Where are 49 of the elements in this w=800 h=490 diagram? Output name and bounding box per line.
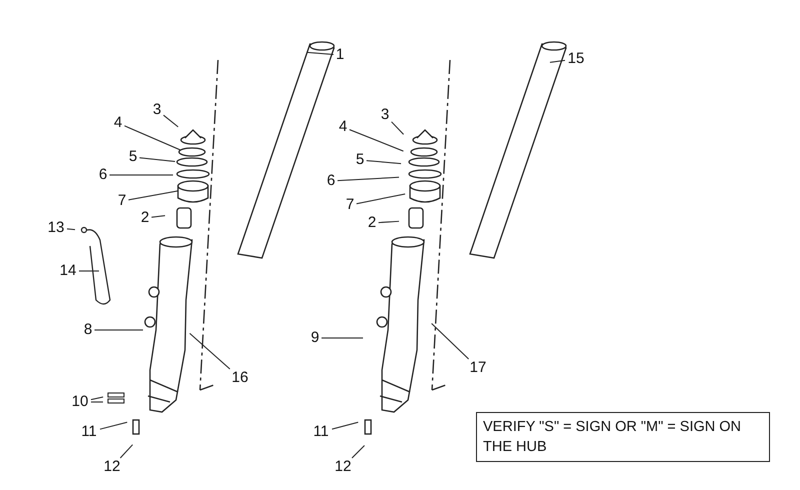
callout-number: 17 bbox=[467, 359, 489, 377]
leader-line bbox=[124, 125, 181, 151]
callout-number: 6 bbox=[96, 166, 110, 184]
leader-line bbox=[549, 60, 566, 63]
callout-number: 8 bbox=[82, 321, 94, 339]
leader-line bbox=[100, 422, 128, 430]
callout-number: 3 bbox=[150, 101, 164, 119]
leader-line bbox=[120, 444, 134, 458]
leader-line bbox=[337, 176, 400, 182]
callout-number: 12 bbox=[332, 458, 354, 476]
callout-number: 12 bbox=[101, 458, 123, 476]
leader-line bbox=[349, 129, 404, 152]
callout-number: 3 bbox=[378, 106, 392, 124]
callout-number: 7 bbox=[344, 196, 356, 214]
leader-line bbox=[356, 193, 406, 204]
leader-line bbox=[151, 215, 166, 218]
callout-number: 14 bbox=[57, 262, 79, 280]
leader-line bbox=[332, 422, 359, 430]
leader-line bbox=[189, 332, 230, 370]
callout-number: 11 bbox=[78, 423, 100, 441]
note-box: VERIFY "S" = SIGN OR "M" = SIGN ON THE HUB bbox=[476, 412, 770, 462]
leader-line bbox=[163, 114, 179, 128]
leader-line bbox=[378, 220, 400, 224]
leader-line bbox=[391, 121, 404, 135]
callout-number: 16 bbox=[229, 369, 251, 387]
callout-number: 2 bbox=[366, 214, 378, 232]
callout-number: 6 bbox=[324, 172, 338, 190]
callout-number: 10 bbox=[69, 393, 91, 411]
callout-number: 15 bbox=[565, 50, 587, 68]
callout-number: 5 bbox=[126, 148, 140, 166]
leader-line bbox=[128, 190, 179, 200]
callout-number: 4 bbox=[112, 114, 124, 132]
callout-number: 11 bbox=[310, 423, 332, 441]
callout-number: 1 bbox=[334, 46, 346, 64]
leader-line bbox=[366, 160, 402, 164]
leader-line bbox=[431, 322, 470, 360]
leader-line bbox=[66, 228, 76, 230]
callout-number: 13 bbox=[45, 219, 67, 237]
leader-line bbox=[90, 396, 104, 400]
callout-number: 4 bbox=[336, 118, 350, 136]
callout-number: 9 bbox=[308, 329, 322, 347]
leader-line bbox=[78, 270, 100, 272]
callout-number: 2 bbox=[138, 209, 152, 227]
leader-line bbox=[139, 157, 176, 162]
leader-line bbox=[352, 445, 365, 458]
leader-line bbox=[306, 52, 334, 55]
leader-line bbox=[109, 174, 174, 176]
callout-number: 7 bbox=[116, 192, 128, 210]
callout-number: 5 bbox=[354, 151, 366, 169]
